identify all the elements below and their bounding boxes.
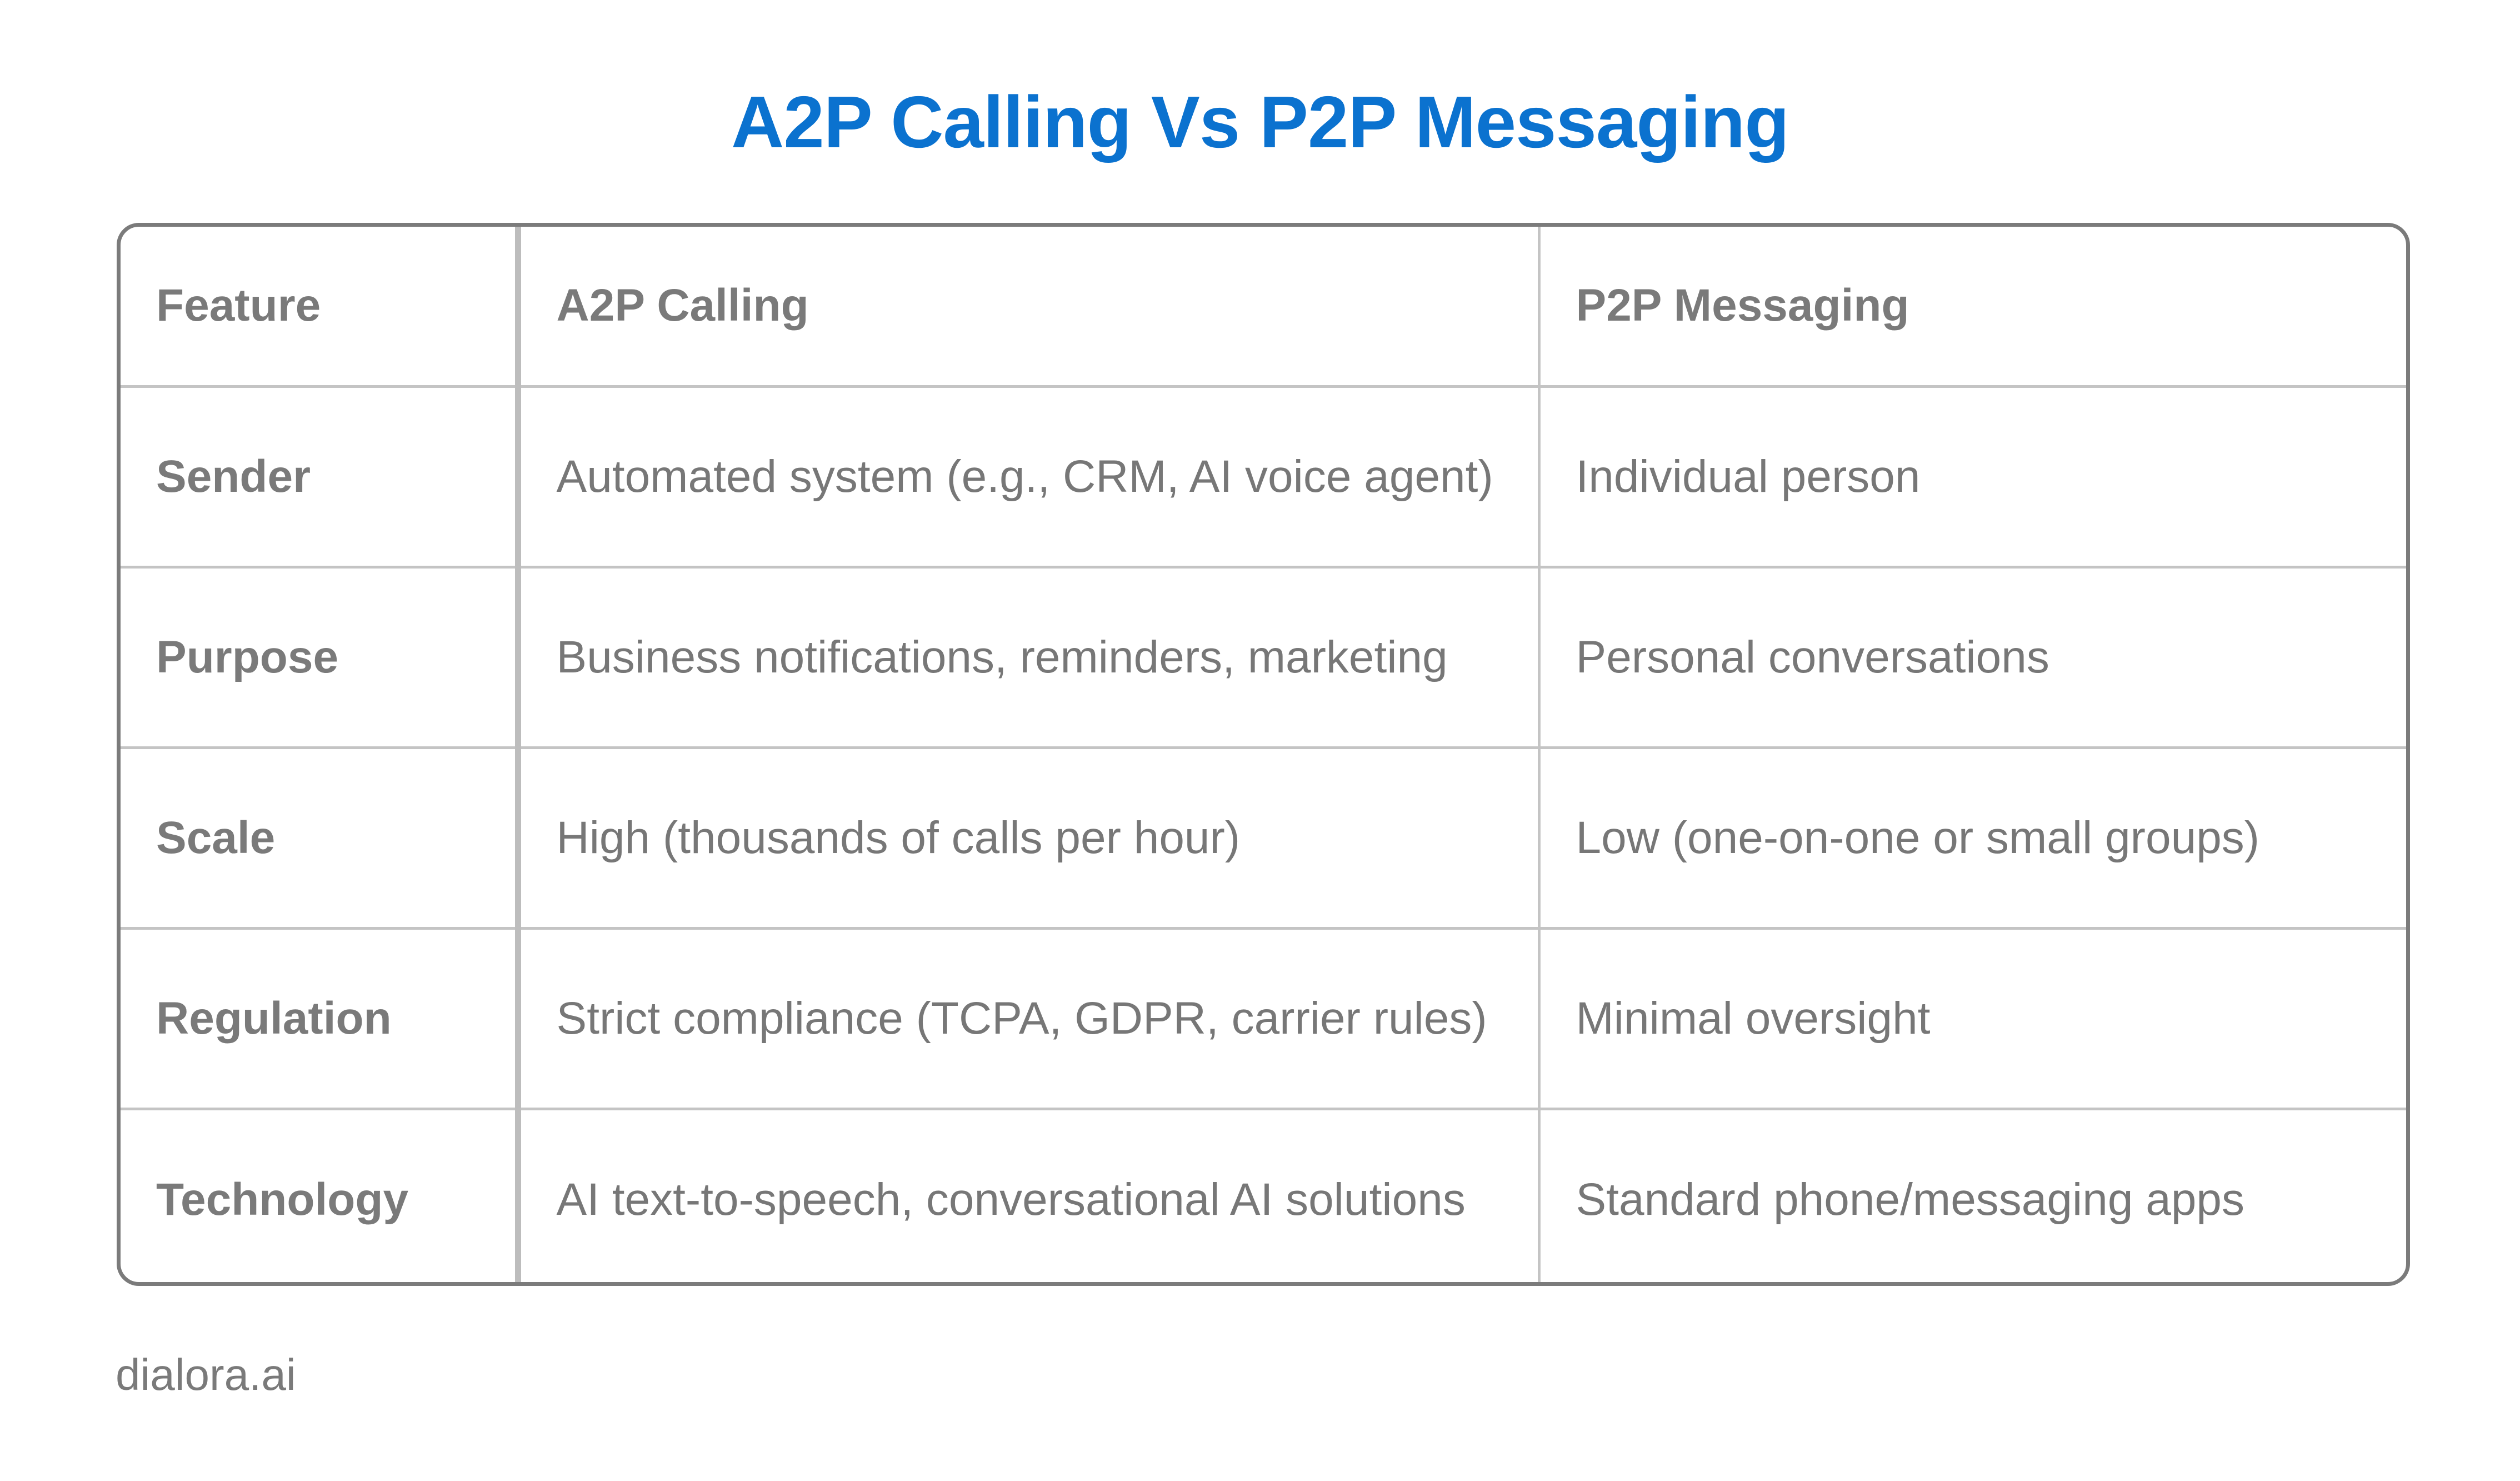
row-p2p-value: Minimal oversight <box>1539 928 2406 1110</box>
row-feature-label: Scale <box>121 747 521 930</box>
row-a2p-value: AI text-to-speech, conversational AI sol… <box>518 1109 1541 1282</box>
header-feature: Feature <box>121 227 521 388</box>
row-feature-label: Purpose <box>121 567 521 749</box>
row-p2p-value: Personal conversations <box>1539 567 2406 749</box>
table-header-row: Feature A2P Calling P2P Messaging <box>121 227 2406 388</box>
row-feature-label: Regulation <box>121 928 521 1110</box>
table-row: Technology AI text-to-speech, conversati… <box>121 1109 2406 1282</box>
table-row: Regulation Strict compliance (TCPA, GDPR… <box>121 928 2406 1110</box>
brand-footer: dialora.ai <box>116 1350 296 1399</box>
table-row: Purpose Business notifications, reminder… <box>121 567 2406 749</box>
row-p2p-value: Standard phone/messaging apps <box>1576 1174 2245 1225</box>
comparison-table: Feature A2P Calling P2P Messaging Sender… <box>117 223 2410 1286</box>
page-title: A2P Calling Vs P2P Messaging <box>731 81 1789 163</box>
row-a2p-value: Business notifications, reminders, marke… <box>518 567 1541 749</box>
header-p2p-messaging: P2P Messaging <box>1539 227 2406 388</box>
table-row: Sender Automated system (e.g., CRM, AI v… <box>121 386 2406 569</box>
row-feature-label: Technology <box>121 1109 521 1282</box>
row-a2p-value: Automated system (e.g., CRM, AI voice ag… <box>518 386 1541 569</box>
row-p2p-value: Individual person <box>1539 386 2406 569</box>
row-feature-label: Sender <box>121 386 521 569</box>
row-a2p-value: Strict compliance (TCPA, GDPR, carrier r… <box>518 928 1541 1110</box>
header-a2p-calling: A2P Calling <box>518 227 1541 388</box>
row-p2p-value: Low (one-on-one or small groups) <box>1539 747 2406 930</box>
row-a2p-value: High (thousands of calls per hour) <box>518 747 1541 930</box>
table-row: Scale High (thousands of calls per hour)… <box>121 747 2406 930</box>
